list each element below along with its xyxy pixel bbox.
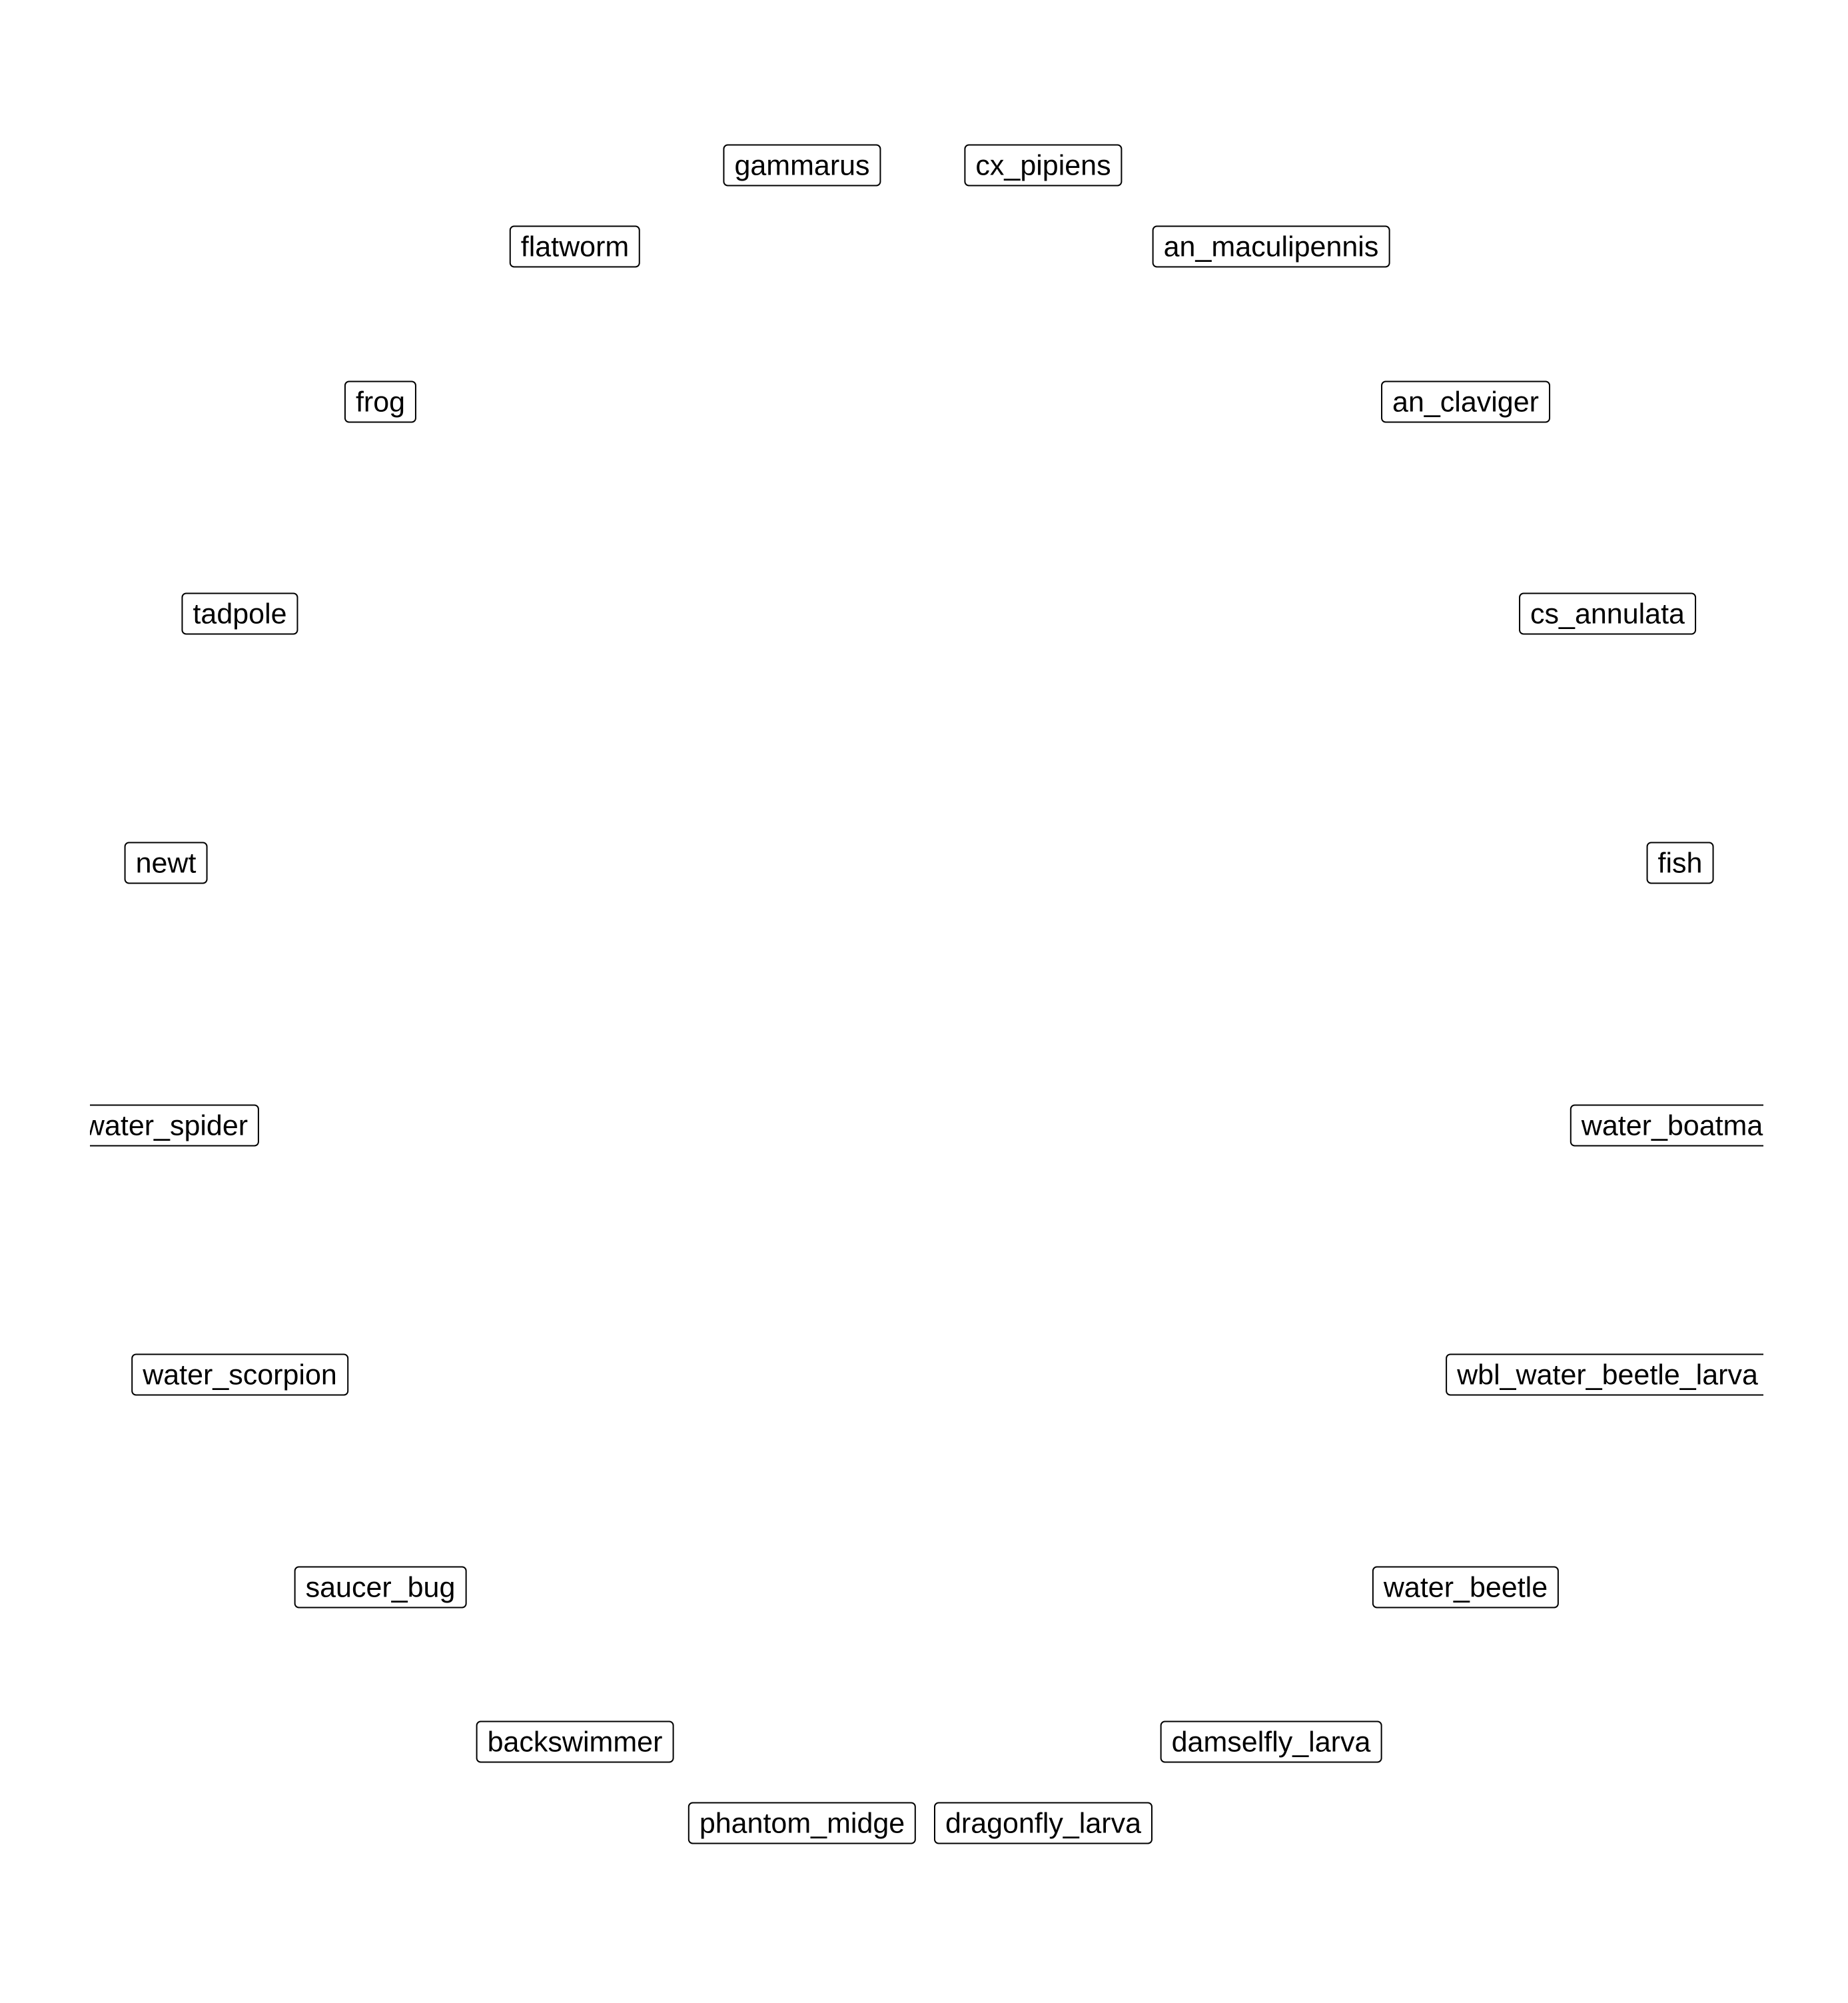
node-saucer-bug: saucer_bug	[294, 1566, 467, 1609]
node-phantom-midge: phantom_midge	[688, 1802, 917, 1844]
node-flatworm: flatworm	[509, 225, 641, 268]
node-fish: fish	[1646, 842, 1714, 884]
node-gammarus: gammarus	[723, 144, 881, 187]
node-frog: frog	[344, 380, 417, 423]
node-backswimmer: backswimmer	[476, 1720, 674, 1763]
node-newt: newt	[124, 842, 208, 884]
node-water-spider: water_spider	[90, 1104, 260, 1147]
node-wbl-water-beetle-larva: wbl_water_beetle_larva	[1446, 1353, 1763, 1396]
node-water-boatman: water_boatman	[1570, 1104, 1763, 1147]
node-dragonfly-larva: dragonfly_larva	[933, 1802, 1153, 1844]
node-water-beetle: water_beetle	[1372, 1566, 1560, 1609]
node-damselfly-larva: damselfly_larva	[1160, 1720, 1382, 1763]
plot-region: gammarus cx_pipiens flatworm an_maculipe…	[90, 0, 1763, 2003]
node-tadpole: tadpole	[181, 592, 298, 635]
node-water-scorpion: water_scorpion	[131, 1353, 348, 1396]
node-cx-pipiens: cx_pipiens	[964, 144, 1123, 187]
node-an-maculipennis: an_maculipennis	[1152, 225, 1390, 268]
node-cs-annulata: cs_annulata	[1519, 592, 1696, 635]
node-an-claviger: an_claviger	[1381, 380, 1550, 423]
